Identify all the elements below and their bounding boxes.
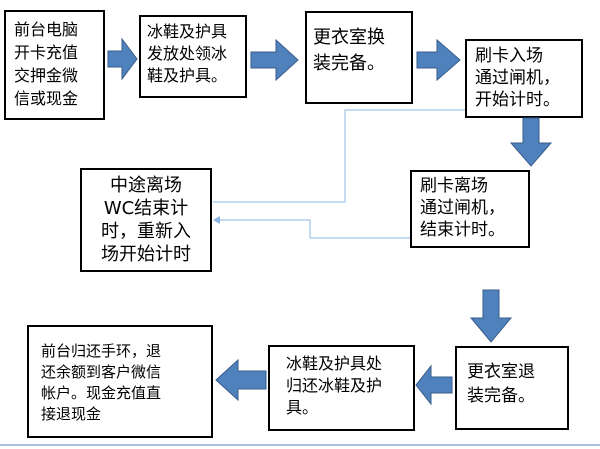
step-refund-balance: 前台归还手环，退 还余额到客户微信 帐户。现金充值直 接退现金 xyxy=(27,325,213,438)
connector-arrowhead xyxy=(213,216,220,224)
step-swipe-exit: 刷卡离场 通过闸机， 结束计时。 xyxy=(410,170,530,248)
connector-midway-leave xyxy=(213,109,465,203)
arrow-left-2 xyxy=(215,358,267,402)
arrow-right-2 xyxy=(250,38,299,82)
arrow-right-1 xyxy=(107,37,138,81)
step-return-skates: 冰鞋及护具处 归还冰鞋及护 具。 xyxy=(268,345,415,431)
arrow-down-1 xyxy=(509,117,553,167)
step-collect-skates: 冰鞋及护具 发放处领冰 鞋及护具。 xyxy=(139,15,247,98)
step-change-clothes: 更衣室换 装完备。 xyxy=(305,11,413,104)
step-return-clothes: 更衣室退 装完备。 xyxy=(455,346,569,430)
step-open-card-recharge: 前台电脑 开卡充值 交押金微 信或现金 xyxy=(4,10,105,120)
arrow-left-1 xyxy=(415,364,453,406)
step-midway-leave: 中途离场 WC结束计 时，重新入 场开始计时 xyxy=(80,168,212,272)
arrow-down-2 xyxy=(469,289,513,343)
step-swipe-enter: 刷卡入场 通过闸机， 开始计时。 xyxy=(465,39,583,118)
arrow-right-3 xyxy=(416,38,461,82)
connector-reenter xyxy=(219,219,410,239)
